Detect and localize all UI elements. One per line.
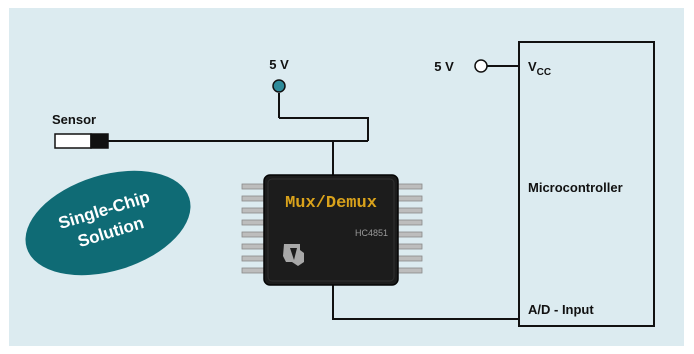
node-5v-right <box>474 59 488 73</box>
supply-label-left: 5 V <box>269 57 289 72</box>
badge-ellipse <box>25 170 191 276</box>
single-chip-badge: Single-Chip Solution <box>25 170 191 276</box>
supply-label-right: 5 V <box>434 59 454 74</box>
microcontroller-label: Microcontroller <box>528 180 623 195</box>
wires <box>108 65 519 320</box>
chip-pins-left <box>241 183 267 274</box>
chip-pins-right <box>395 183 423 274</box>
chip-part-number: HC4851 <box>355 228 388 238</box>
sensor-label: Sensor <box>52 112 96 127</box>
node-5v-left <box>272 79 286 93</box>
microcontroller-box <box>518 41 655 327</box>
adc-input-label: A/D - Input <box>528 302 594 317</box>
chip-name-label: Mux/Demux <box>285 194 377 213</box>
chip-bevel <box>267 178 395 282</box>
sensor-icon <box>54 133 109 149</box>
wire-chip-to-adc <box>332 283 519 320</box>
ti-logo-icon <box>283 244 304 266</box>
vcc-label: VCC <box>528 59 551 78</box>
wire-5v-to-chip <box>279 117 369 141</box>
